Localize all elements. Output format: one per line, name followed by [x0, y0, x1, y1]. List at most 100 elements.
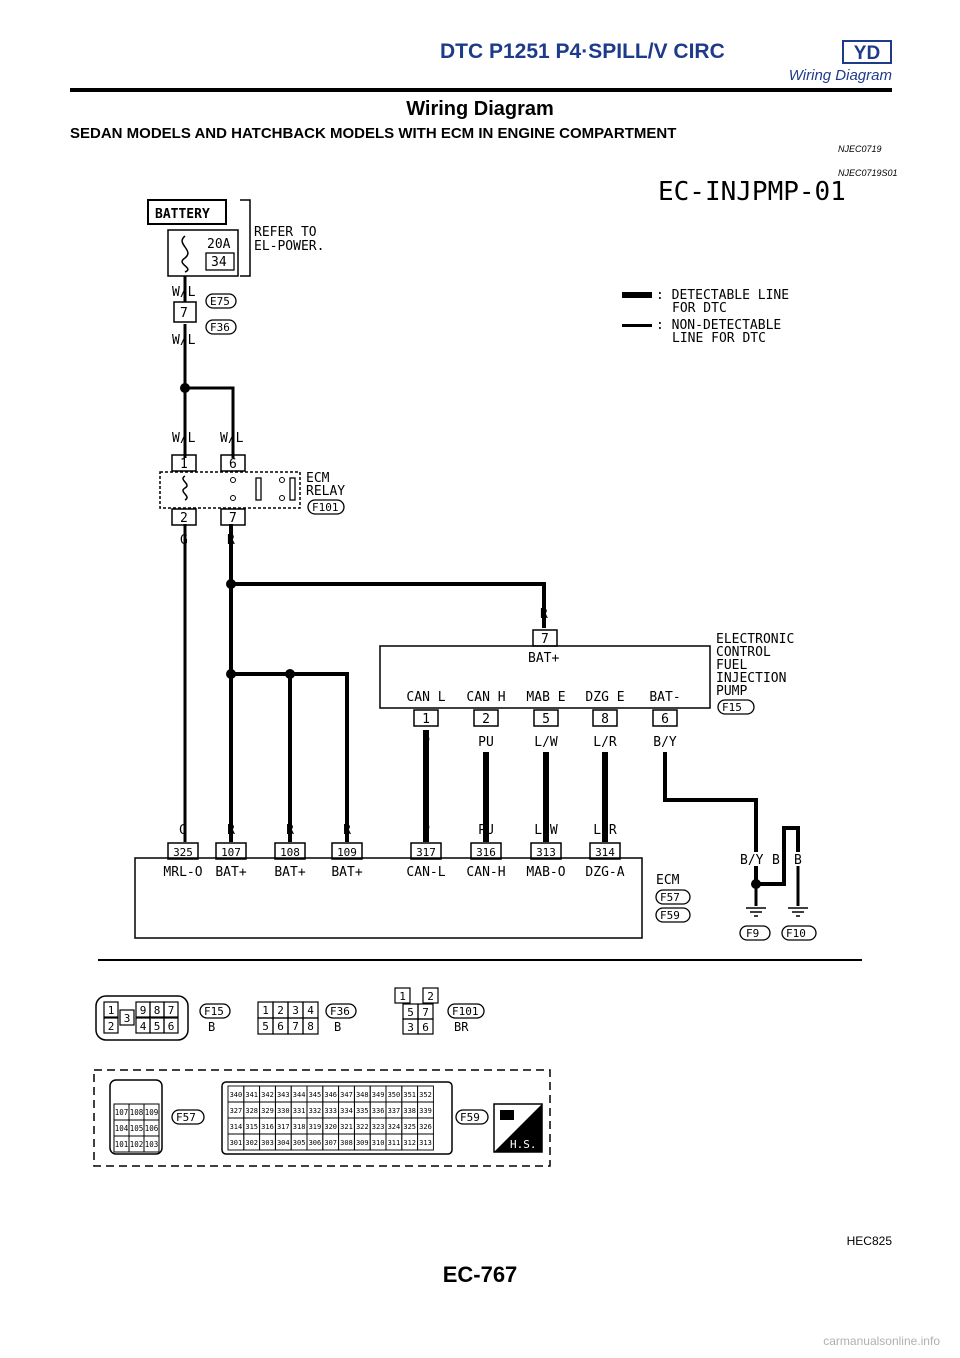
f59-pin-number: 319: [309, 1123, 322, 1131]
f57-pin-number: 103: [145, 1140, 159, 1149]
pump-pin-box: [413, 709, 439, 727]
legend-thick-line: [622, 292, 652, 298]
ecm-pin-wire: R: [286, 823, 294, 838]
f36-pin-number: 7: [292, 1020, 299, 1033]
f15-pin-number: 9: [140, 1004, 147, 1017]
f59-pin-number: 344: [293, 1091, 306, 1099]
pump-pin-wire: P: [422, 735, 430, 750]
relay-conn-badge: [307, 499, 345, 515]
f59-pin-number: 318: [293, 1123, 306, 1131]
relay-pin1-box: [171, 454, 197, 472]
f59-pin-number: 328: [245, 1107, 258, 1115]
ecm-conn1-badge: [655, 889, 691, 905]
ecm-pin-box: [589, 842, 621, 860]
ground-symbol-icon: [746, 907, 808, 917]
f59-pin-number: 312: [403, 1139, 416, 1147]
f59-pin-number: 308: [340, 1139, 353, 1147]
ecm-pin-number: 314: [595, 846, 615, 859]
f59-pin-number: 304: [277, 1139, 290, 1147]
junction-pin-box: [173, 301, 197, 323]
f59-pin-number: 325: [403, 1123, 416, 1131]
pump-pin-label: BAT-: [649, 690, 680, 705]
f15-pin-number: 4: [140, 1020, 147, 1033]
fuse-symbol-icon: [181, 235, 189, 273]
f59-pin-number: 332: [309, 1107, 322, 1115]
relay-pin6: 6: [229, 457, 237, 472]
f101-label: F101: [452, 1005, 479, 1018]
pump-pin-number: 6: [661, 712, 669, 727]
junction-pin: 7: [180, 306, 188, 321]
pump-top-pin: 7: [541, 632, 549, 647]
pump-pin-wire: B/Y: [653, 735, 677, 750]
f59-pin-number: 301: [230, 1139, 243, 1147]
pump-pin-box: [473, 709, 499, 727]
pump-label-5: PUMP: [716, 684, 747, 699]
ecm-pin-box: [215, 842, 247, 860]
f15-pin-number: 7: [168, 1004, 175, 1017]
ground-wire-by: B/Y: [740, 853, 764, 868]
pump-label-3: FUEL: [716, 658, 747, 673]
page-number: EC-767: [442, 1262, 518, 1287]
ground-wire-b2: B: [794, 853, 802, 868]
refer-text-line1: REFER TO: [254, 225, 317, 240]
ecm-pin-number: 107: [221, 846, 241, 859]
fuse-number-box: [205, 252, 235, 271]
f59-pin-number: 322: [356, 1123, 369, 1131]
f59-pin-number: 324: [388, 1123, 401, 1131]
ecm-pin-box: [410, 842, 442, 860]
relay-pin7: 7: [229, 511, 237, 526]
relay-pin7-box: [220, 508, 246, 526]
section-subtitle: SEDAN MODELS AND HATCHBACK MODELS WITH E…: [70, 125, 677, 142]
f59-badge: [455, 1109, 489, 1125]
f101-pin-number: 2: [427, 990, 434, 1003]
fuse-rating: 20A: [207, 237, 231, 252]
ground-wire-b1: B: [772, 853, 780, 868]
relay-wire-6: W/L: [220, 431, 244, 446]
pump-pin-number: 5: [542, 712, 550, 727]
pump-pin-box: [652, 709, 678, 727]
f59-pin-number: 338: [403, 1107, 416, 1115]
pump-label-4: INJECTION: [716, 671, 786, 686]
ecm-pin-box: [470, 842, 502, 860]
f36-pin-number: 3: [292, 1004, 299, 1017]
f59-pin-number: 317: [277, 1123, 290, 1131]
f15-pin-cell: [119, 1009, 135, 1026]
figure-id: HEC825: [846, 1234, 892, 1248]
relay-wire-1: W/L: [172, 431, 196, 446]
relay-pin1: 1: [180, 457, 188, 472]
legend-thin-line: [622, 324, 652, 327]
pump-pin-number: 1: [422, 712, 430, 727]
f59-pin-number: 311: [388, 1139, 401, 1147]
f59-pin-number: 330: [277, 1107, 290, 1115]
f36-pin-number: 2: [277, 1004, 284, 1017]
relay-wire-g: G: [180, 533, 188, 548]
conn-e75-badge: [205, 293, 237, 309]
battery-label: BATTERY: [155, 207, 210, 222]
f59-pin-number: 347: [340, 1091, 353, 1099]
f59-pin-number: 310: [372, 1139, 385, 1147]
relay-pin6-box: [220, 454, 246, 472]
ecm-pin-label: CAN-L: [406, 865, 445, 880]
legend-detectable-1: : DETECTABLE LINE: [656, 288, 789, 303]
header-subtitle: Wiring Diagram: [788, 67, 892, 84]
ecm-pin-wire: L/W: [534, 823, 558, 838]
relay-contact-icon: [230, 477, 236, 483]
f36-pin-number: 1: [262, 1004, 269, 1017]
f59-pin-cell: [417, 1133, 434, 1151]
f57-pin-cell: [143, 1135, 160, 1153]
f15-pin-number: 5: [154, 1020, 161, 1033]
f59-pin-number: 346: [324, 1091, 337, 1099]
legend-detectable-2: FOR DTC: [672, 301, 727, 316]
f15-pin-cell: [103, 1017, 119, 1034]
relay-conn: F101: [312, 501, 339, 514]
f59-pin-number: 339: [419, 1107, 432, 1115]
f59-pin-number: 352: [419, 1091, 432, 1099]
f15-pin-number: 1: [108, 1004, 115, 1017]
f59-pin-number: 331: [293, 1107, 306, 1115]
refer-text-line2: EL-POWER.: [254, 239, 324, 254]
